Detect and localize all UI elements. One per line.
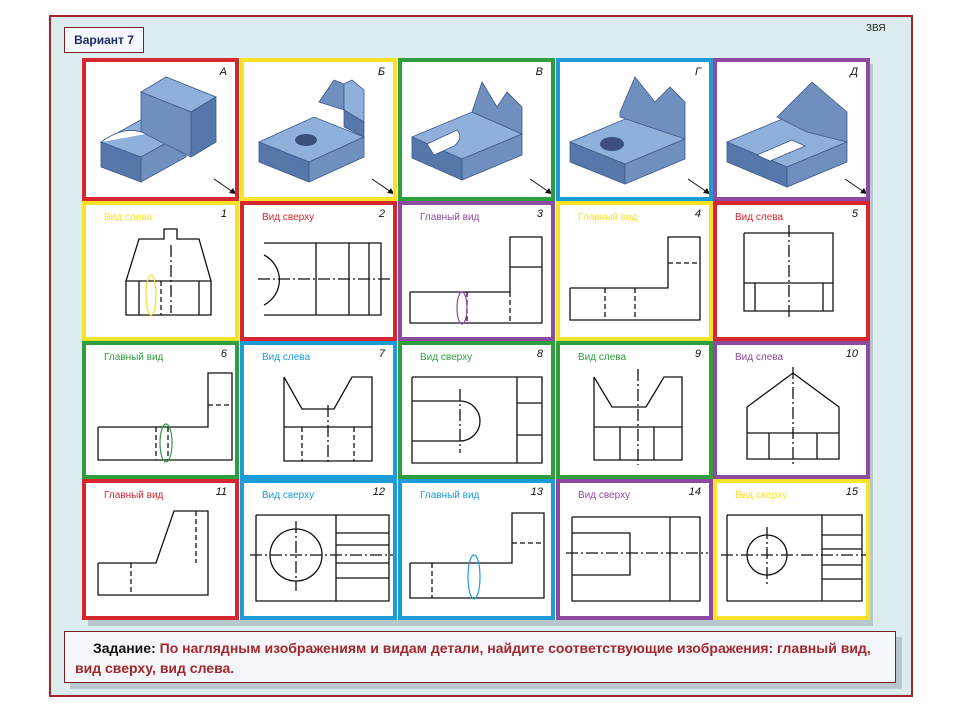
view-number: 12	[372, 486, 385, 498]
isometric-solid	[568, 76, 709, 194]
task-box: Задание: По наглядным изображениям и вид…	[64, 631, 896, 683]
orthographic-view	[97, 372, 233, 463]
view-cell: Вид слева 9	[556, 341, 713, 479]
orthographic-view	[409, 512, 545, 600]
orthographic-view	[409, 236, 543, 325]
orthographic-view	[250, 514, 393, 602]
variant-badge: Вариант 7	[64, 27, 144, 53]
highlight-oval	[467, 554, 481, 600]
view-cell: Вид сверху 15	[713, 479, 870, 620]
view-number: 3	[536, 208, 543, 220]
orthographic-view	[258, 242, 391, 316]
highlight-oval	[159, 423, 173, 463]
view-cell: Вид сверху 14	[556, 479, 713, 620]
isometric-solid	[725, 81, 866, 194]
view-label: Вид слева	[735, 352, 784, 363]
view-label: Главный вид	[420, 212, 480, 223]
view-cell: Главный вид 11	[82, 479, 239, 620]
orthographic-view	[569, 236, 701, 321]
view-label: Вид сверху	[420, 352, 473, 363]
view-number: 14	[688, 486, 701, 498]
view-cell: Главный вид 3	[398, 201, 555, 341]
view-label: Вид сверху	[262, 490, 315, 501]
view-label: Вид сверху	[578, 490, 631, 501]
view-cell: Вид слева 5	[713, 201, 870, 341]
view-label: Вид слева	[578, 352, 627, 363]
solid-cell: А	[82, 58, 239, 201]
orthographic-view	[283, 376, 373, 463]
view-label: Вид слева	[104, 212, 153, 223]
view-number: 1	[220, 208, 227, 220]
view-label: Главный вид	[420, 490, 480, 501]
view-cell: Вид сверху 2	[240, 201, 397, 341]
view-number: 15	[845, 486, 858, 498]
view-number: 6	[220, 348, 227, 360]
orthographic-view	[411, 376, 543, 464]
view-cell: Вид слева 1	[82, 201, 239, 341]
orthographic-view	[97, 510, 209, 596]
view-cell: Главный вид 13	[398, 479, 555, 620]
view-label: Вид сверху	[735, 490, 788, 501]
highlight-oval	[456, 291, 468, 325]
isometric-solid	[100, 76, 235, 194]
solid-letter: А	[219, 66, 227, 78]
view-number: 11	[215, 486, 227, 498]
solid-cell: Г	[556, 58, 713, 201]
view-cell: Вид сверху 12	[240, 479, 397, 620]
corner-tag: ЗВЯ	[866, 23, 886, 34]
view-number: 4	[694, 208, 701, 220]
solid-cell: В	[398, 58, 555, 201]
isometric-solid	[257, 79, 393, 194]
isometric-solid	[410, 81, 551, 194]
highlight-oval	[145, 274, 157, 316]
task-text: По наглядным изображениям и видам детали…	[75, 640, 871, 676]
solid-letter: Г	[695, 66, 701, 78]
view-label: Вид слева	[262, 352, 311, 363]
solid-cell: Б	[240, 58, 397, 201]
orthographic-view	[593, 369, 683, 465]
solid-letter: Б	[377, 66, 385, 78]
view-number: 7	[378, 348, 385, 360]
view-label: Вид слева	[735, 212, 784, 223]
view-number: 5	[851, 208, 858, 220]
view-cell: Вид слева 10	[713, 341, 870, 479]
view-number: 9	[694, 348, 701, 360]
solid-cell: Д	[713, 58, 870, 201]
view-label: Главный вид	[104, 490, 164, 501]
view-number: 2	[378, 208, 385, 220]
view-number: 8	[536, 348, 543, 360]
orthographic-view	[743, 225, 834, 317]
view-label: Главный вид	[578, 212, 638, 223]
view-cell: Главный вид 4	[556, 201, 713, 341]
view-number: 10	[845, 348, 858, 360]
view-cell: Вид сверху 8	[398, 341, 555, 479]
task-heading: Задание:	[93, 640, 156, 656]
view-number: 13	[530, 486, 543, 498]
solid-letter: В	[535, 66, 543, 78]
view-label: Главный вид	[104, 352, 164, 363]
orthographic-view	[566, 516, 708, 602]
orthographic-view	[125, 228, 212, 316]
orthographic-view	[721, 514, 866, 602]
view-cell: Главный вид 6	[82, 341, 239, 479]
solid-letter: Д	[850, 66, 858, 78]
view-cell: Вид слева 7	[240, 341, 397, 479]
orthographic-view	[746, 367, 840, 465]
view-label: Вид сверху	[262, 212, 315, 223]
